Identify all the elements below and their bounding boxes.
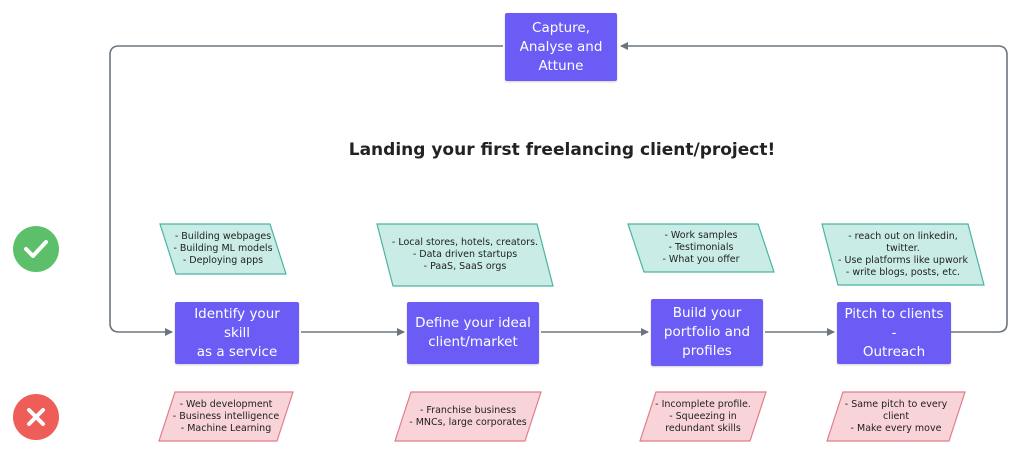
good-shape-4 xyxy=(821,223,985,286)
bad-note-line: - Machine Learning xyxy=(180,422,272,434)
step-pitch-clients-box: Pitch to clients - Outreach xyxy=(837,302,951,364)
bad-shape-3 xyxy=(639,391,767,442)
bad-shape-4 xyxy=(826,391,966,442)
good-note-line: - Use platforms like upwork xyxy=(838,254,968,266)
good-shape-1 xyxy=(159,223,287,275)
good-note-line: - reach out on linkedin, twitter. xyxy=(848,230,958,254)
bad-note-line: - Squeezing in xyxy=(669,410,737,422)
good-note-step-2: - Local stores, hotels, creators. - Data… xyxy=(385,224,545,286)
step-identify-skill-box: Identify your skill as a service xyxy=(175,302,299,364)
good-note-line: - Building ML models xyxy=(173,243,273,254)
diagram-title: Landing your first freelancing client/pr… xyxy=(348,140,776,160)
step-define-client-box: Define your ideal client/market xyxy=(407,302,539,364)
good-note-step-3: - Work samples - Testimonials - What you… xyxy=(636,224,766,272)
bad-note-step-3: - Incomplete profile. - Squeezing in red… xyxy=(648,392,758,441)
good-note-line: - Deploying apps xyxy=(182,255,264,266)
good-note-line: - Building webpages xyxy=(174,231,272,242)
good-note-step-4: - reach out on linkedin, twitter. - Use … xyxy=(830,224,976,285)
bad-note-step-4: - Same pitch to every client - Make ever… xyxy=(835,392,957,441)
feedback-arrow-in xyxy=(620,42,1008,333)
bad-note-line: - MNCs, large corporates xyxy=(409,416,527,428)
good-note-line: - PaaS, SaaS orgs xyxy=(423,261,507,272)
good-note-line: - What you offer xyxy=(662,254,740,265)
bad-note-step-1: - Web development - Business intelligenc… xyxy=(167,392,285,441)
good-note-line: - Work samples xyxy=(664,230,738,241)
bad-shape-2 xyxy=(394,391,542,442)
good-note-step-1: - Building webpages - Building ML models… xyxy=(168,224,278,274)
bad-note-line: - Same pitch to every xyxy=(844,398,948,410)
bad-note-line: redundant skills xyxy=(665,422,741,434)
bad-note-line: - Web development xyxy=(179,398,273,410)
bad-note-line: - Make every move xyxy=(850,422,942,434)
good-note-line: - Testimonials xyxy=(668,242,734,253)
good-note-line: - write blogs, posts, etc. xyxy=(845,266,961,278)
feedback-arrow-out xyxy=(109,45,503,336)
check-circle-icon xyxy=(13,226,59,272)
good-shape-2 xyxy=(376,223,554,287)
step-build-portfolio-box: Build your portfolio and profiles xyxy=(651,299,763,366)
bad-shape-1 xyxy=(158,391,294,442)
bad-note-step-2: - Franchise business - MNCs, large corpo… xyxy=(403,392,533,441)
bad-note-line: - Franchise business xyxy=(419,404,517,416)
bad-note-line: - Business intelligence xyxy=(172,410,280,422)
good-shape-3 xyxy=(627,223,775,273)
good-note-line: - Data driven startups xyxy=(412,249,518,260)
good-note-line: - Local stores, hotels, creators. xyxy=(391,237,539,248)
capture-analyse-attune-box: Capture, Analyse and Attune xyxy=(505,13,617,81)
bad-note-line: - Incomplete profile. xyxy=(655,398,751,410)
bad-note-line: client xyxy=(882,410,910,422)
cross-circle-icon xyxy=(13,394,59,440)
